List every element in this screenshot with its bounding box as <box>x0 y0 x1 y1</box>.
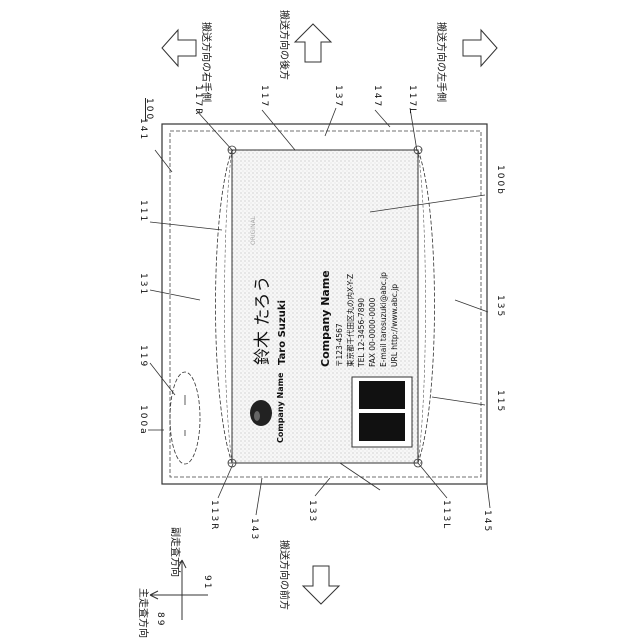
name-roman: Taro Suzuki <box>277 300 288 365</box>
ref-117L: 117L <box>407 85 417 115</box>
logo-mark-hilite <box>254 411 260 421</box>
ref-91: 91 <box>202 575 212 590</box>
email-text: E-mail tarosuzuki@abc.jp <box>379 272 388 367</box>
code-block-1 <box>359 413 405 441</box>
ref-113L: 113L <box>441 500 451 530</box>
oval-119 <box>170 372 200 464</box>
company-title: Company Name <box>319 270 332 367</box>
url-text: URL http://www.abc.jp <box>390 284 399 367</box>
label-sub-scan: 副走査方向 <box>169 527 182 577</box>
ref-117: 117 <box>259 85 269 108</box>
postal-text: 〒123-4567 <box>335 323 344 367</box>
label-right-hand: 搬送方向の右手側 <box>200 22 213 102</box>
ref-137: 137 <box>333 85 343 108</box>
logo-company-text: Company Name <box>276 372 285 443</box>
ref-147: 147 <box>372 85 382 108</box>
ref-89: 89 <box>155 612 165 627</box>
oval-111-inner <box>225 150 233 463</box>
ref-115: 115 <box>495 390 505 413</box>
fax-text: FAX 00-0000-0000 <box>368 297 377 367</box>
ref-100b: 100b <box>495 165 505 196</box>
ref-141: 141 <box>138 118 148 141</box>
logo-mark <box>250 400 272 426</box>
ref-100a: 100a <box>138 405 148 436</box>
ref-119: 119 <box>138 345 148 368</box>
arrow-rear-icon <box>295 24 331 62</box>
oval-111 <box>216 150 233 463</box>
tel-text: TEL 12-3456-7890 <box>357 298 366 368</box>
address-text: 東京都千代田区丸の内X-Y-Z <box>345 274 355 367</box>
label-front: 搬送方向の前方 <box>278 540 291 610</box>
ref-143: 143 <box>249 518 259 541</box>
code-block-2 <box>359 381 405 409</box>
name-kanji: 鈴木 たろう <box>253 276 273 365</box>
ref-131: 131 <box>138 273 148 296</box>
arrow-right-hand-icon <box>162 30 196 66</box>
ref-145: 145 <box>482 510 492 533</box>
ref-133: 133 <box>307 500 317 523</box>
oval-115 <box>418 150 435 463</box>
ref-135: 135 <box>495 295 505 318</box>
ref-111: 111 <box>138 200 148 223</box>
arrow-front-icon <box>303 566 339 604</box>
ref-113R: 113R <box>209 500 219 531</box>
watermark-text: ORIGINAL <box>250 215 257 245</box>
label-left-hand: 搬送方向の左手側 <box>435 22 448 102</box>
label-rear: 搬送方向の後方 <box>278 10 291 80</box>
oval-115-inner <box>418 150 426 463</box>
arrow-left-hand-icon <box>463 30 497 66</box>
label-main-scan: 主走査方向 <box>137 588 150 638</box>
